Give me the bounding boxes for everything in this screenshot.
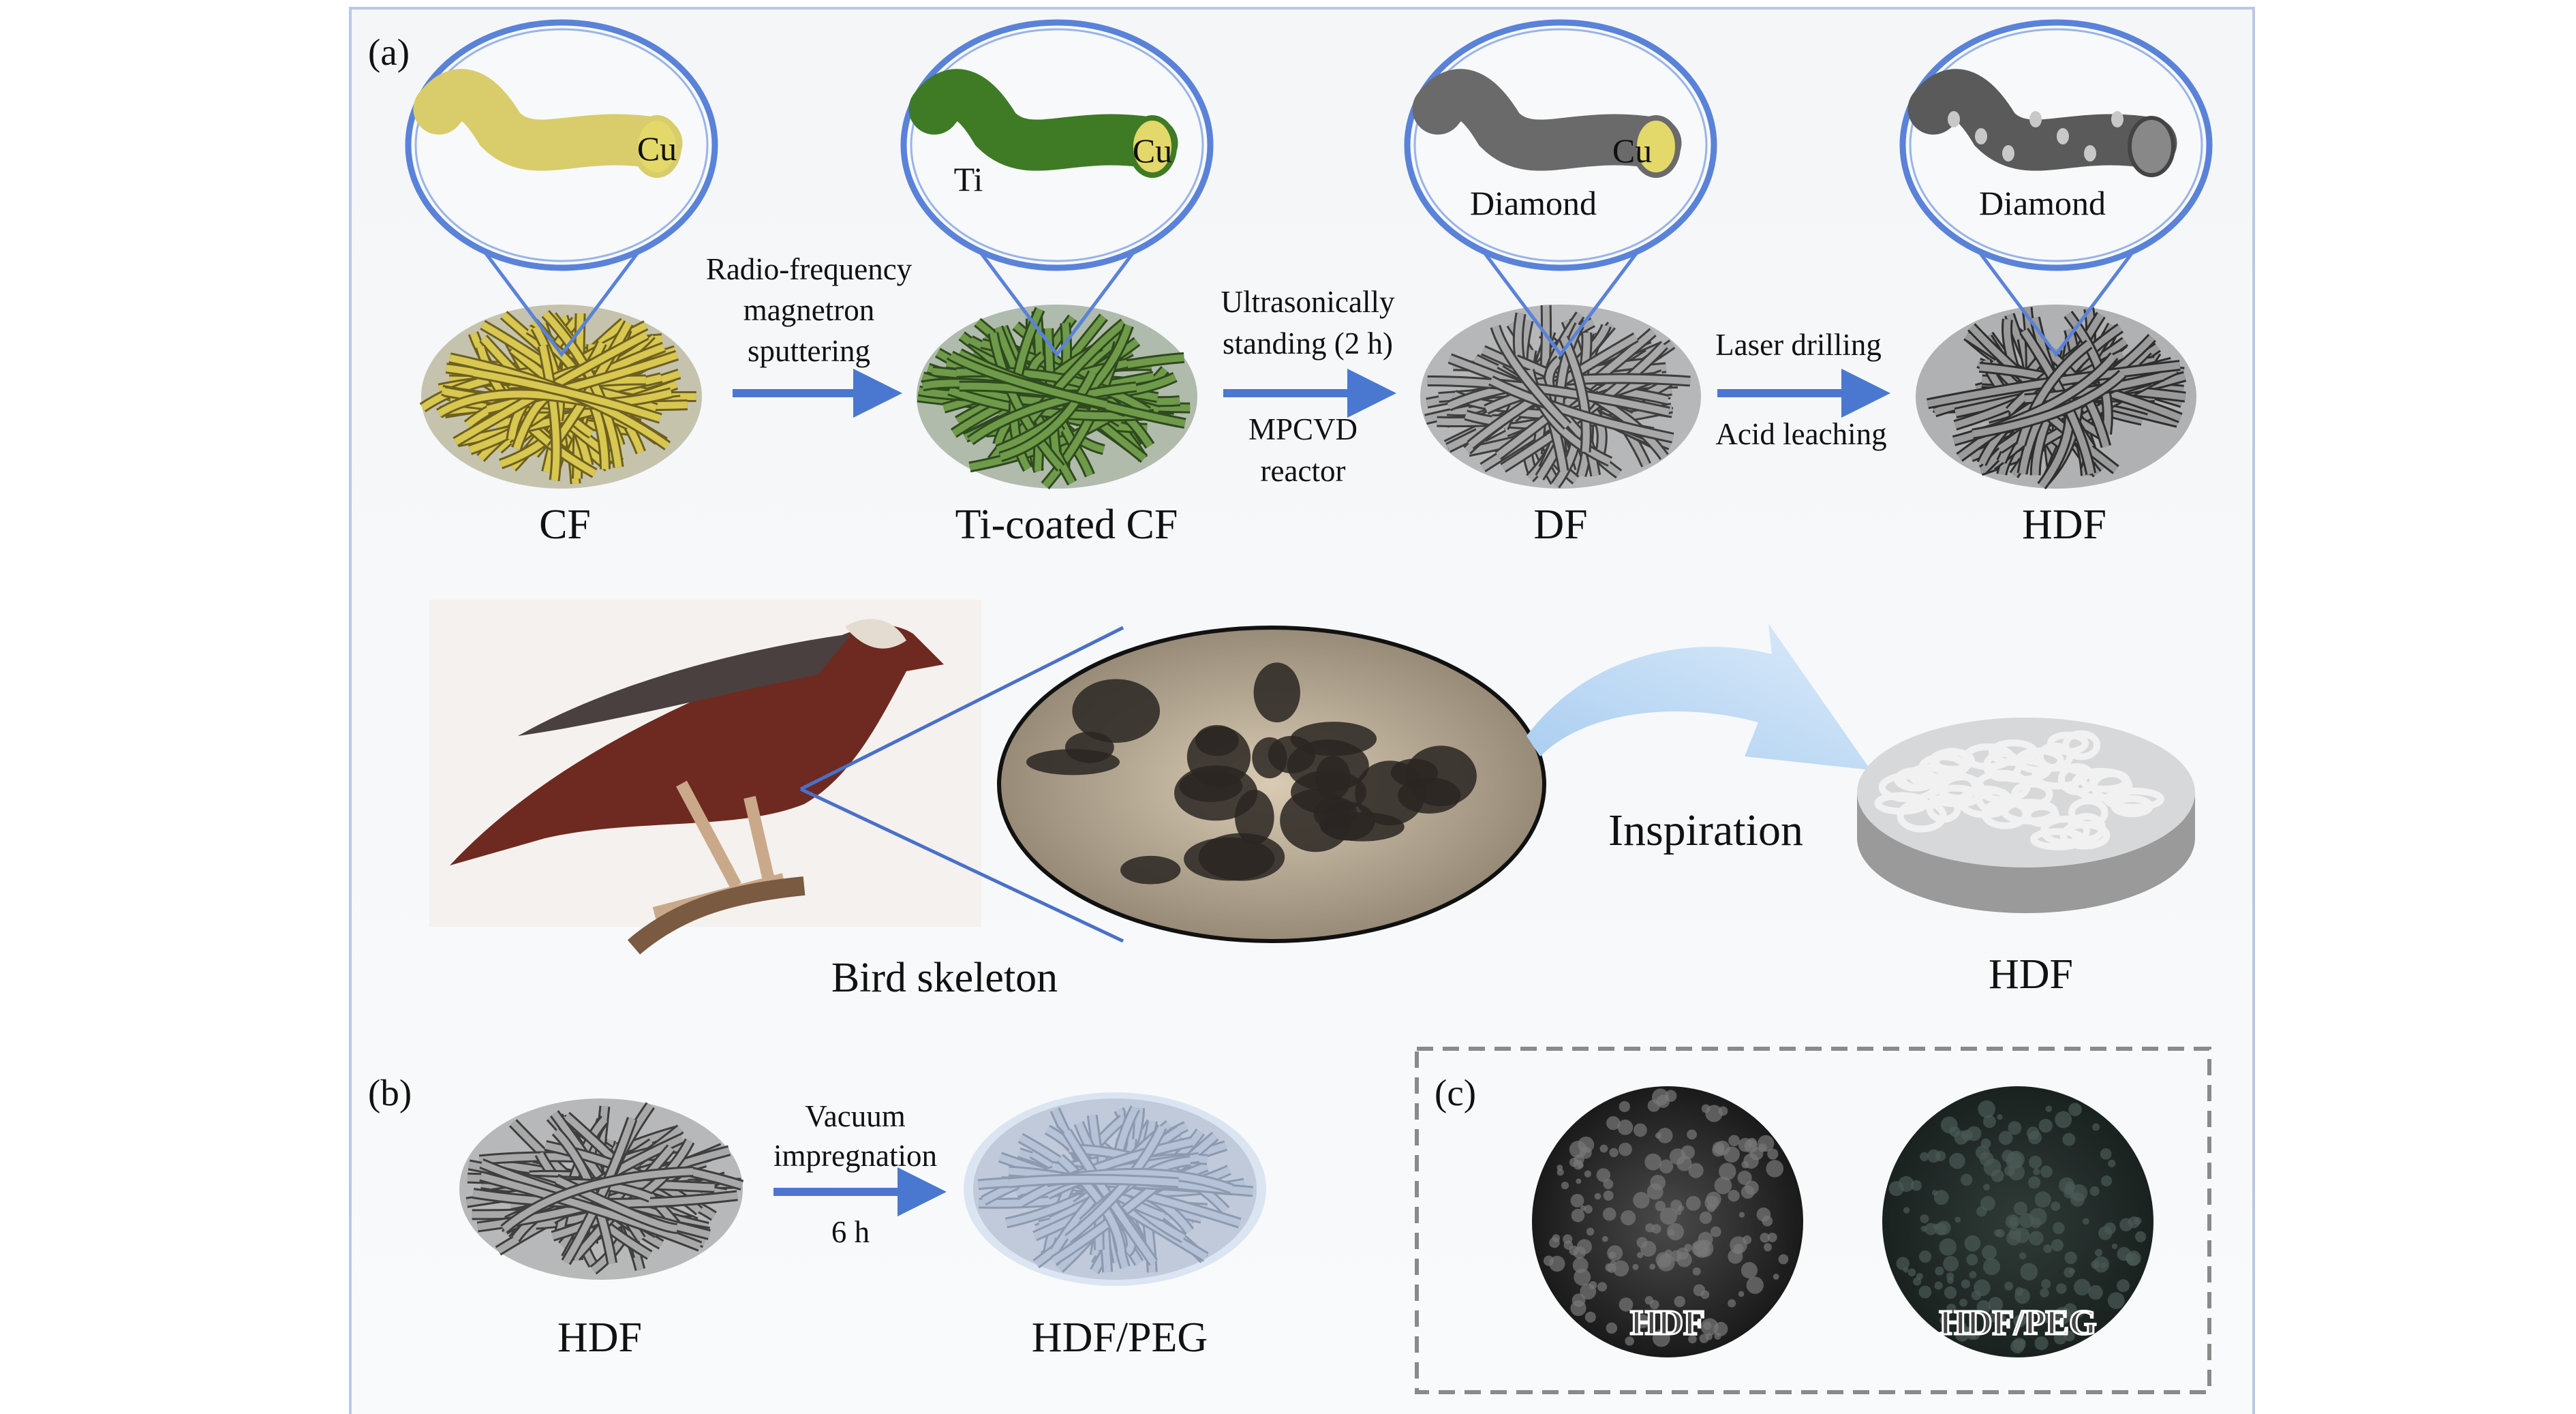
stage-label: CF	[539, 502, 591, 548]
hdf-photo	[1532, 1086, 1803, 1357]
hdf-photo-label: HDF	[1630, 1304, 1705, 1342]
step-2-line-2: standing (2 h)	[1223, 326, 1393, 360]
bird-illustration	[429, 600, 981, 955]
zoom-line-top	[799, 626, 1124, 791]
step-1-line-3: sputtering	[748, 334, 870, 368]
inspiration-label: Inspiration	[1608, 805, 1803, 855]
inner-label-cu: Cu	[1612, 132, 1652, 170]
hdf-foam-disc	[459, 1098, 744, 1280]
impregnation-time: 6 h	[831, 1215, 870, 1249]
panel-c-box	[1415, 1047, 2211, 1394]
step-1-line-2: magnetron	[743, 293, 874, 327]
hdf-disc-3d	[1857, 718, 2195, 913]
fiber-tube-icon	[908, 69, 1178, 178]
stage-label: HDF	[2022, 502, 2106, 548]
hdf-peg-photo	[1882, 1086, 2153, 1357]
inner-label-ti: Ti	[954, 160, 983, 198]
inner-label-diamond: Diamond	[1979, 184, 2106, 222]
zoom-line-bottom	[799, 787, 1124, 943]
impregnation-line-1: Vacuum	[805, 1099, 905, 1133]
inner-label-cu: Cu	[1133, 132, 1172, 170]
step-arrows	[733, 369, 1890, 1216]
panel-label-b: (b)	[368, 1072, 412, 1113]
stage-label: Ti-coated CF	[955, 502, 1178, 548]
hdf-peg-label-b: HDF/PEG	[1032, 1315, 1208, 1361]
step-2-line-1: Ultrasonically	[1221, 285, 1395, 319]
foam-disc	[1420, 305, 1701, 489]
fiber-tube-icon	[413, 69, 683, 178]
step-3-above: Laser drilling	[1715, 328, 1882, 362]
inspiration-arrow	[1527, 624, 1871, 770]
bone-microstructure	[997, 626, 1546, 943]
step-2-below-1: MPCVD	[1248, 412, 1358, 446]
step-1-line-1: Radio-frequency	[706, 252, 913, 286]
step-2-below-2: reactor	[1261, 454, 1346, 488]
impregnation-line-2: impregnation	[773, 1139, 937, 1173]
hdf-peg-photo-label: HDF/PEG	[1939, 1304, 2096, 1342]
foam-disc	[419, 305, 702, 489]
foam-disc	[917, 305, 1197, 490]
foam-disc	[1916, 305, 2196, 490]
inner-label-cu: Cu	[637, 129, 677, 168]
hdf-peg-foam-disc	[964, 1092, 1266, 1286]
panel-label-c: (c)	[1435, 1072, 1476, 1113]
hdf-result-label: HDF	[1989, 951, 2073, 998]
panel-label-a: (a)	[368, 31, 410, 73]
step-3-below: Acid leaching	[1715, 417, 1886, 451]
fiber-tube-icon	[1412, 69, 1682, 178]
bird-skeleton-label: Bird skeleton	[831, 955, 1058, 1001]
inner-label-diamond: Diamond	[1470, 184, 1597, 222]
fiber-tube-icon	[1907, 69, 2177, 177]
stage-label: DF	[1533, 502, 1587, 548]
hdf-label-b: HDF	[557, 1315, 642, 1361]
